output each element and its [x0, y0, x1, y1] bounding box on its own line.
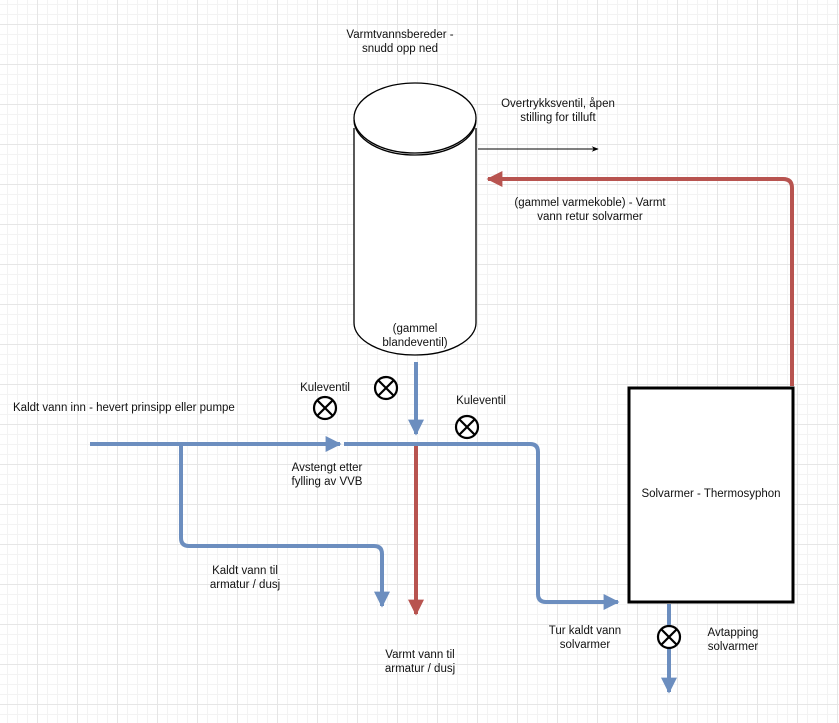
overpressure-valve-label: Overtrykksventil, åpen stilling for till…	[501, 98, 615, 124]
hot-return-pipe	[486, 171, 794, 386]
cold-supply-solar-label: Tur kaldt vann solvarmer	[548, 625, 622, 651]
cold-inlet-label: Kaldt vann inn - hevert prinsipp eller p…	[13, 402, 235, 414]
ball-valve-icon[interactable]	[373, 375, 399, 401]
hot-to-fixture-label: Varmt vann til armatur / dusj	[384, 649, 456, 675]
closed-after-fill-label: Avstengt etter fylling av VVB	[291, 462, 363, 488]
cold-main-pipe	[344, 442, 620, 610]
ball-valve-icon[interactable]	[656, 624, 682, 650]
cold-to-fixture-label: Kaldt vann til armatur / dusj	[209, 565, 281, 591]
ball-valve-icon[interactable]	[454, 414, 480, 440]
drain-solar-label: Avtapping solvarmer	[707, 627, 759, 653]
solar-heater-label: Solvarmer - Thermosyphon	[641, 488, 781, 500]
water-heater-tank[interactable]	[353, 82, 477, 356]
old-mixing-valve-label: (gammel blandeventil)	[382, 323, 448, 349]
solar-heater-box[interactable]	[627, 386, 795, 604]
tank-title-label: Varmtvannsbereder - snudd opp ned	[346, 29, 454, 55]
ball-valve-icon[interactable]	[312, 395, 338, 421]
hot-return-label: (gammel varmekoble) - Varmt vann retur s…	[514, 197, 666, 223]
ball-valve-right-label: Kuleventil	[456, 395, 506, 407]
cold-to-fixture-pipe	[179, 444, 390, 608]
ball-valve-left-label: Kuleventil	[300, 382, 350, 394]
